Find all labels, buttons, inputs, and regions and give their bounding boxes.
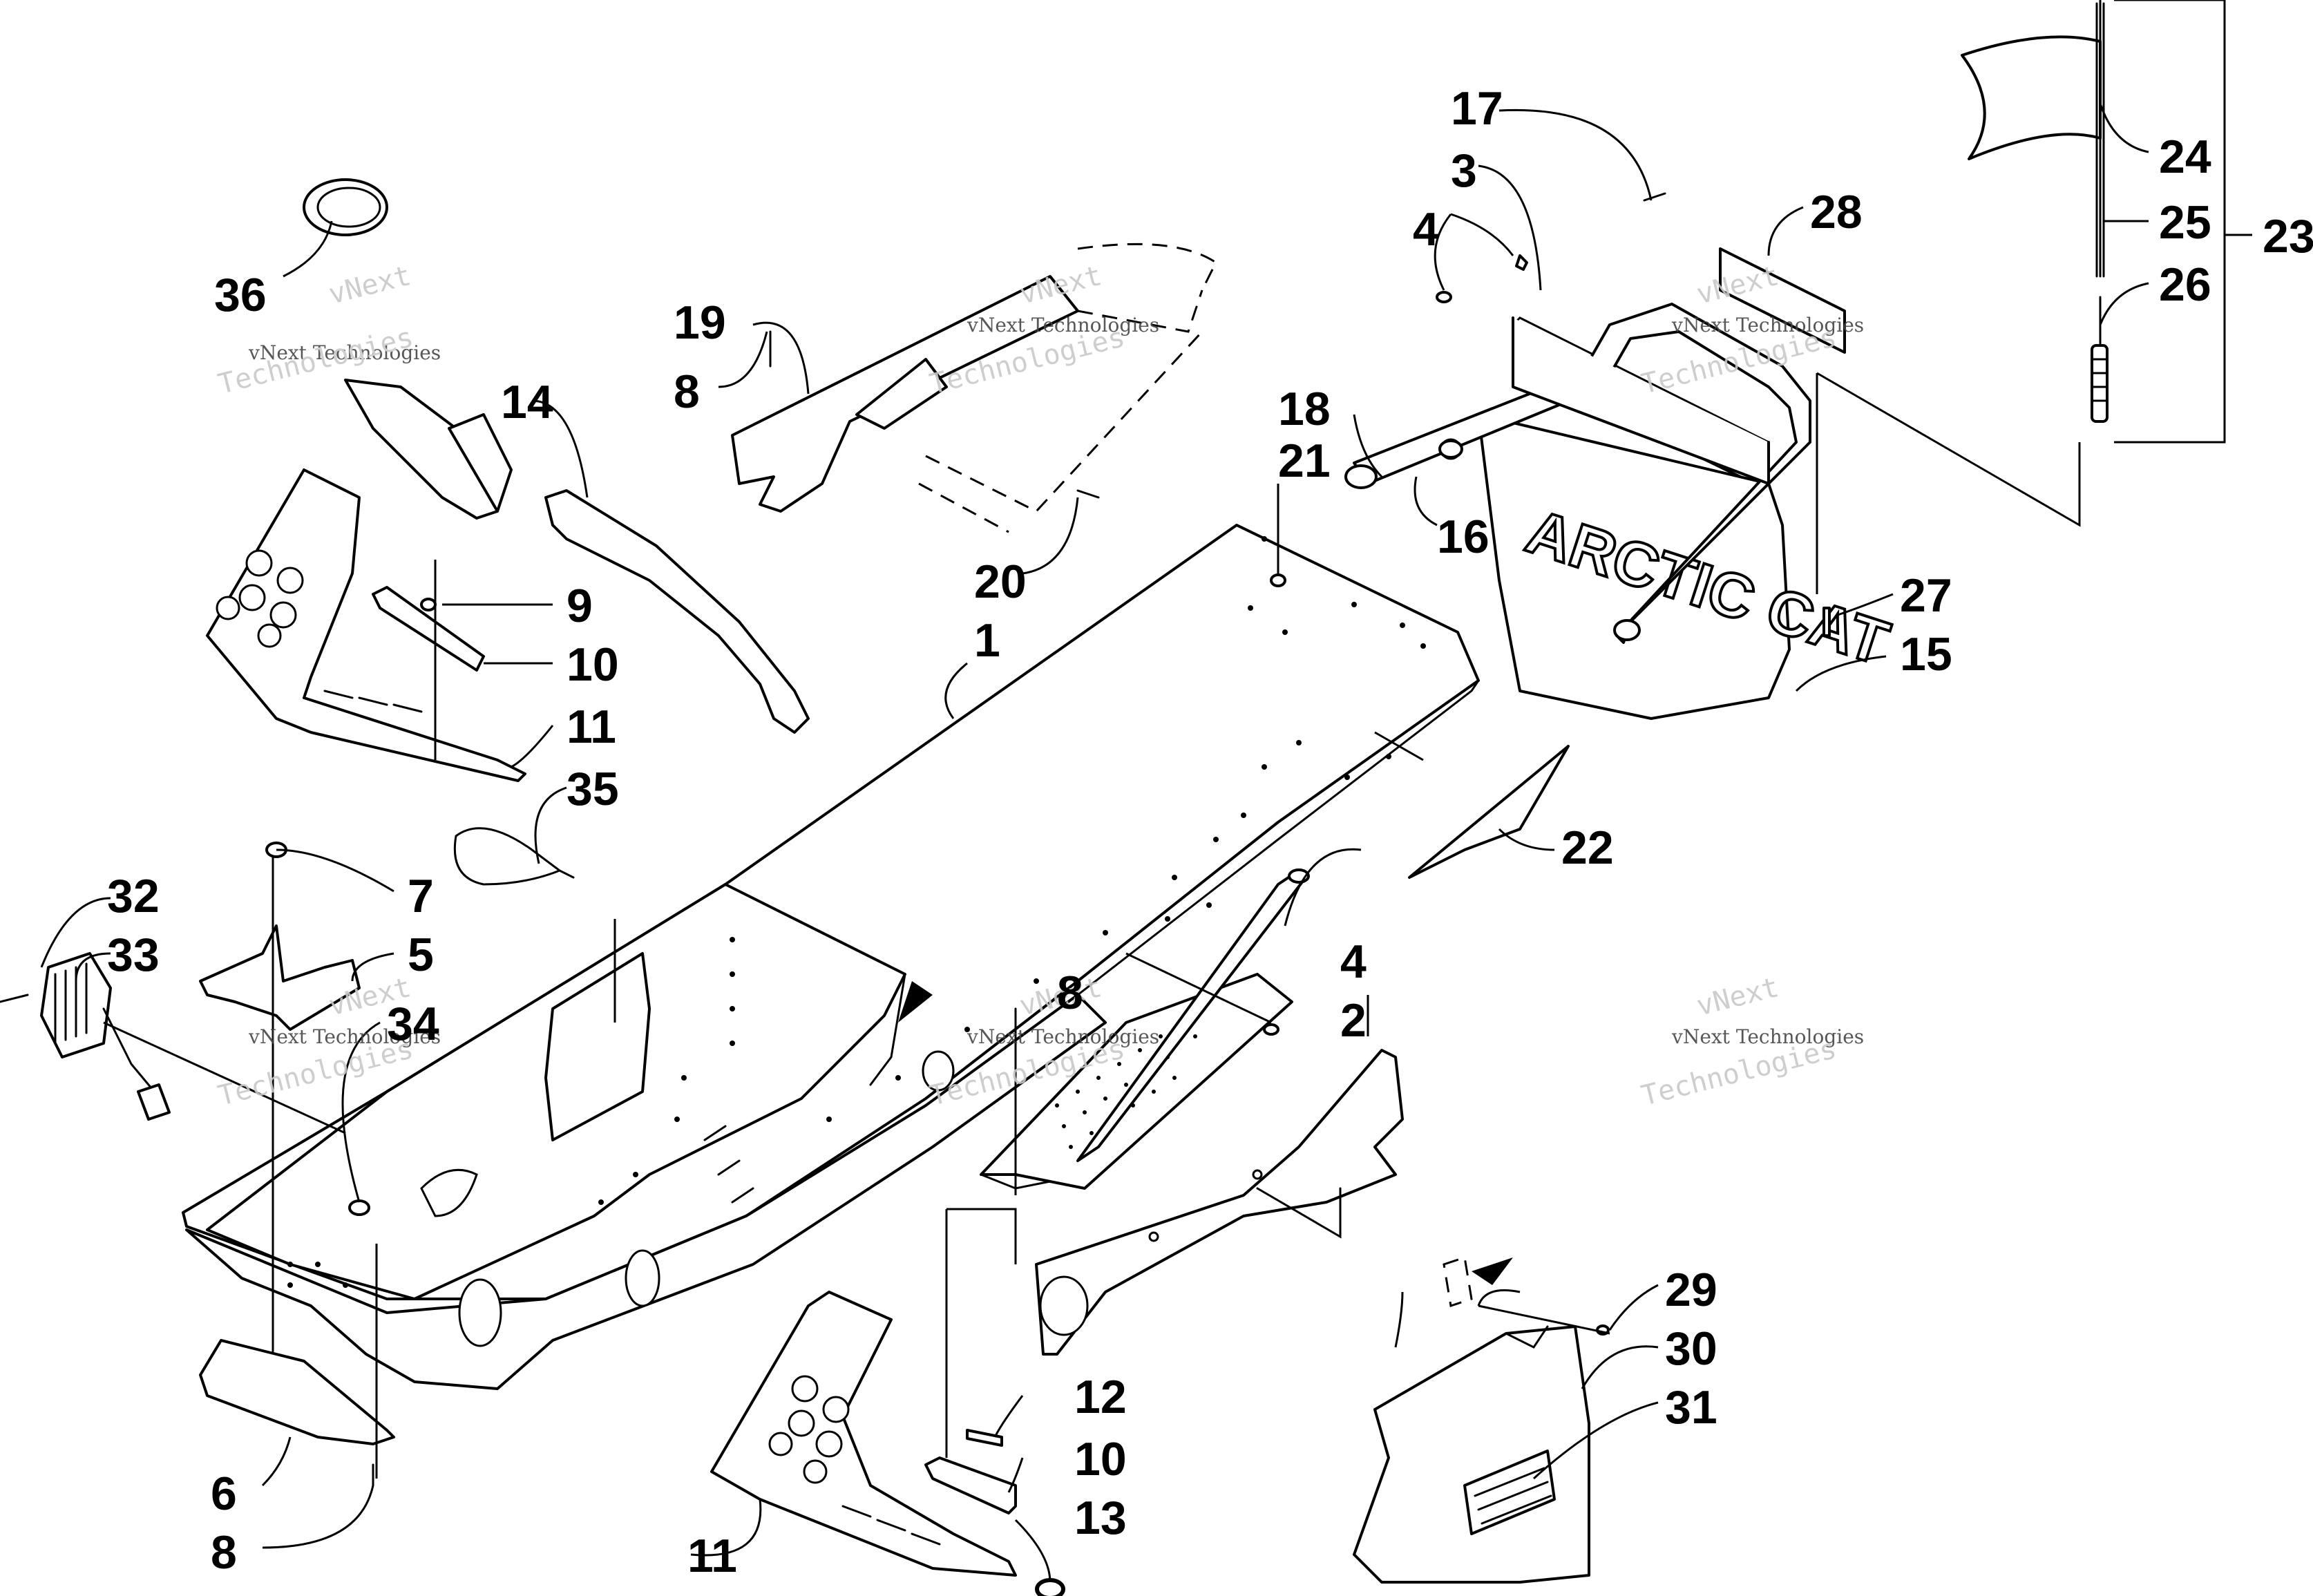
footrest-part-11-lower <box>710 1291 1065 1596</box>
watermark-brand: vNext <box>1693 971 1782 1023</box>
part-label-11: 11 <box>567 701 616 753</box>
flag-assembly-part-23 <box>1961 0 2252 444</box>
part-label-2: 2 <box>1340 994 1367 1047</box>
tunnel-part-1 <box>182 524 1480 1390</box>
part-label-30: 30 <box>1665 1322 1717 1375</box>
part-label-13: 13 <box>1074 1492 1127 1544</box>
part-label-8: 8 <box>1057 967 1083 1019</box>
gusset-part-19 <box>731 243 1217 533</box>
part-label-10: 10 <box>567 638 619 691</box>
part-label-32: 32 <box>107 870 160 922</box>
part-label-23: 23 <box>2263 210 2313 263</box>
part-label-10: 10 <box>1074 1433 1127 1485</box>
part-label-18: 18 <box>1278 383 1331 435</box>
part-label-33: 33 <box>107 929 160 981</box>
bracket-part-5 <box>199 924 361 1031</box>
part-label-20: 20 <box>974 555 1027 608</box>
part-label-1: 1 <box>974 614 1000 667</box>
decal-part-28 <box>1719 247 1846 354</box>
part-label-31: 31 <box>1665 1381 1717 1434</box>
watermark-line: vNext Technologies <box>967 314 1159 336</box>
part-label-12: 12 <box>1074 1371 1127 1423</box>
clamp-part-36 <box>303 178 388 236</box>
part-label-24: 24 <box>2159 131 2211 183</box>
direction-arrow-icon <box>898 981 933 1023</box>
step-plate <box>980 868 1310 1190</box>
part-labels: 1 2 3 4 4 5 6 7 8 8 8 9 10 10 11 11 12 1… <box>107 82 2313 1582</box>
part-label-4: 4 <box>1340 935 1367 988</box>
brace-part-14 <box>344 379 810 734</box>
part-label-36: 36 <box>214 269 267 321</box>
part-label-3: 3 <box>1451 144 1477 197</box>
part-label-9: 9 <box>567 580 593 632</box>
part-label-7: 7 <box>408 870 434 922</box>
part-label-5: 5 <box>408 929 434 981</box>
light-part-33 <box>0 952 171 1121</box>
watermark-line: vNext Technologies <box>248 1025 441 1048</box>
part-label-27: 27 <box>1900 569 1952 622</box>
part-label-16: 16 <box>1437 511 1489 563</box>
part-label-6: 6 <box>211 1467 237 1520</box>
watermark-line: vNext Technologies <box>1671 314 1864 336</box>
part-label-26: 26 <box>2159 258 2211 311</box>
watermark-line: vNext Technologies <box>248 341 441 364</box>
part-label-11: 11 <box>687 1530 737 1582</box>
callout-leaders <box>40 103 2149 1583</box>
part-label-35: 35 <box>567 763 619 815</box>
part-label-21: 21 <box>1278 435 1331 487</box>
part-label-15: 15 <box>1900 628 1952 681</box>
cable-part-35 <box>453 827 575 886</box>
assembly-lines <box>103 372 2081 1479</box>
rail-part-2 <box>1035 1049 1404 1356</box>
watermark-line: vNext Technologies <box>1671 1025 1864 1048</box>
part-label-4: 4 <box>1413 203 1439 256</box>
part-label-22: 22 <box>1561 821 1614 874</box>
part-label-8: 8 <box>674 365 700 418</box>
footrest-part-11-upper <box>206 468 526 782</box>
part-label-14: 14 <box>501 376 553 428</box>
part-label-8: 8 <box>211 1526 237 1579</box>
part-label-28: 28 <box>1810 186 1863 238</box>
watermark-brand: vNext <box>325 260 414 311</box>
reflector-part-22 <box>1408 745 1570 879</box>
plate-part-6 <box>199 1339 395 1445</box>
cover-part-30 <box>1353 1256 1590 1584</box>
part-label-19: 19 <box>674 296 726 349</box>
part-label-17: 17 <box>1451 82 1503 135</box>
part-label-29: 29 <box>1665 1264 1717 1316</box>
tunnel-rivets <box>287 536 1426 1288</box>
part-label-34: 34 <box>387 998 439 1050</box>
watermark-line: vNext Technologies <box>967 1025 1159 1048</box>
part-label-25: 25 <box>2159 196 2211 249</box>
